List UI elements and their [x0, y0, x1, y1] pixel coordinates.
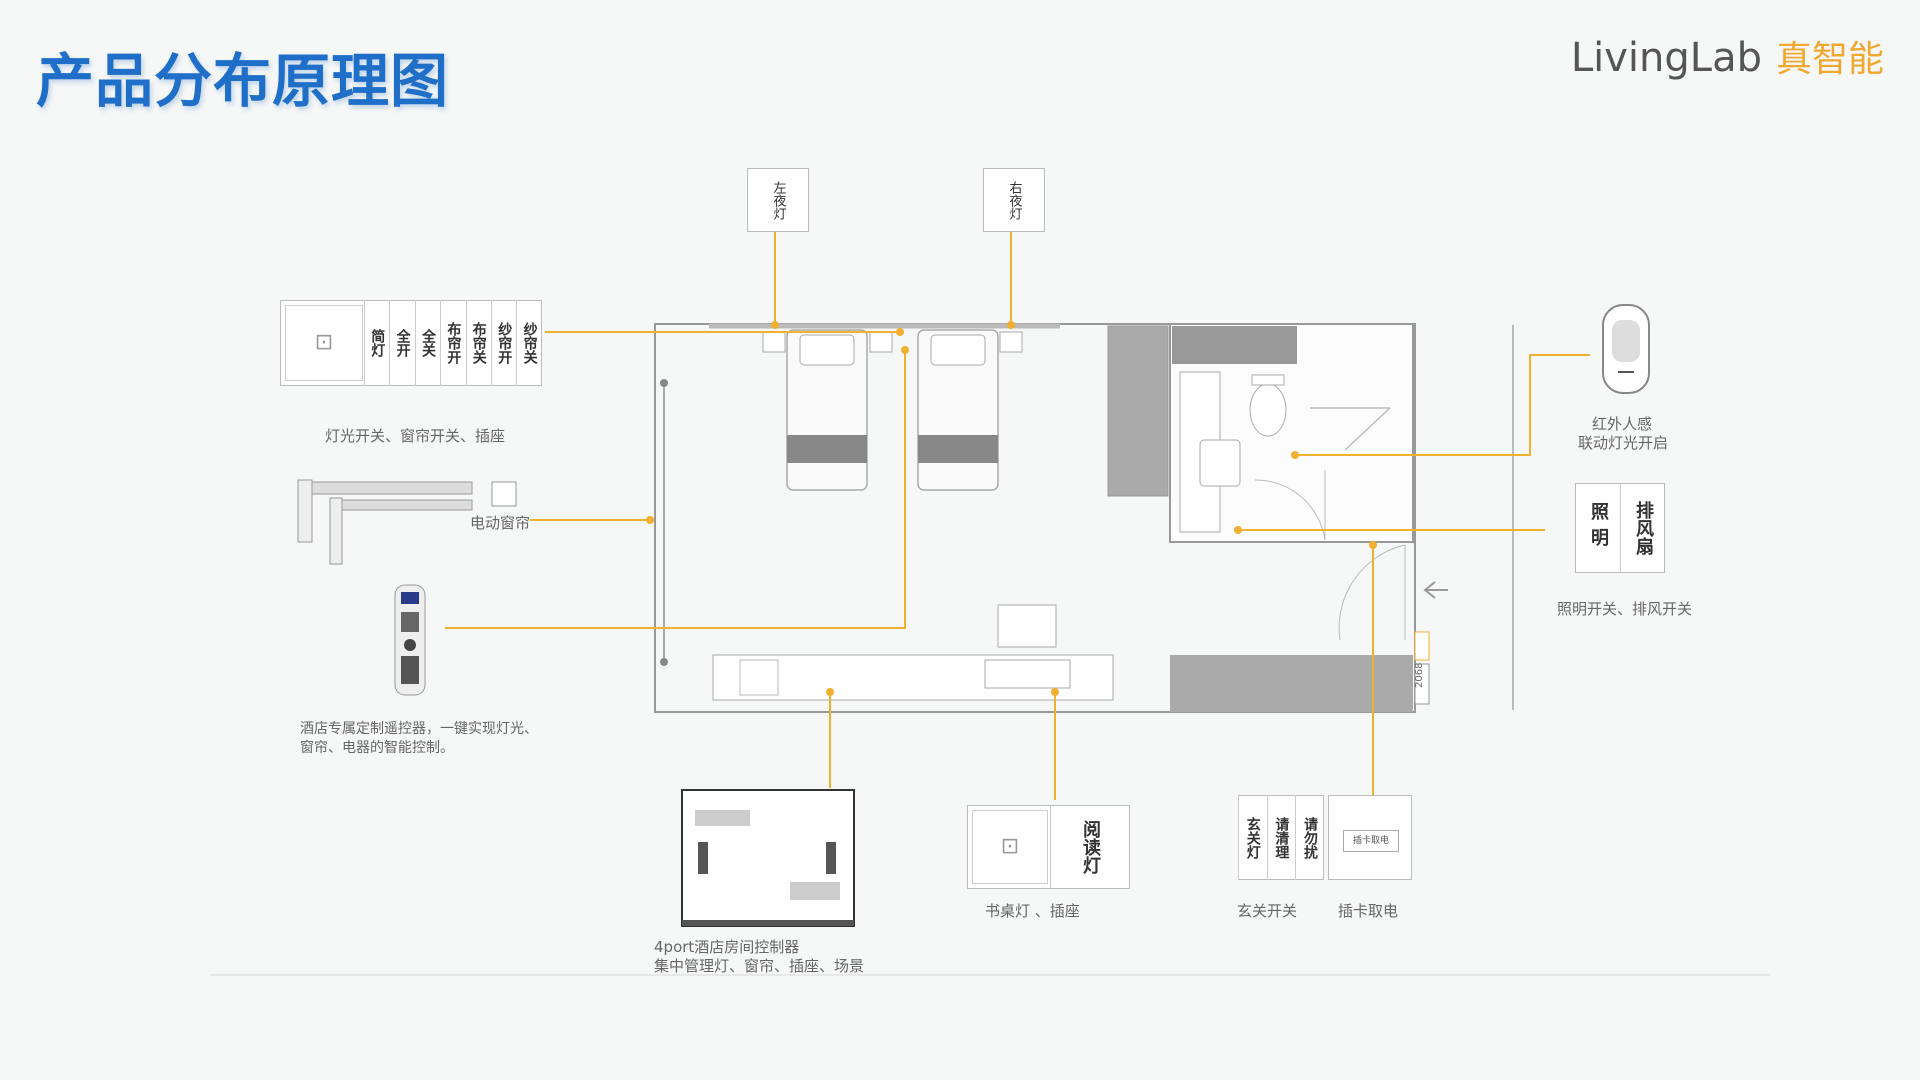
- bedsideCells-cell-0: 简灯: [364, 300, 389, 386]
- shower-door: [1310, 407, 1391, 451]
- bedsideCells-cell-3: 布帘开: [440, 300, 465, 386]
- entrance-panel: [1238, 795, 1324, 880]
- controller-caption-1: 4port酒店房间控制器: [654, 938, 800, 956]
- socket-left: [762, 331, 786, 353]
- bedsideCells-label-5: 纱帘开: [496, 322, 513, 364]
- sink: [1199, 439, 1241, 487]
- bedsideCells-cell-1: 全开: [389, 300, 414, 386]
- entrance-caption: 玄关开关: [1237, 902, 1298, 920]
- desk-socket: [984, 659, 1071, 689]
- bath-fan-label: 排风扇: [1633, 501, 1654, 555]
- remote-icon: [394, 584, 426, 696]
- bath-fan-cell: 排风扇: [1620, 484, 1665, 572]
- right-night-label: 右夜灯: [1006, 180, 1022, 220]
- sensor-caption-2: 联动灯光开启: [1578, 434, 1669, 452]
- bedside-panel: ⊡: [280, 300, 542, 386]
- entranceCells-label-1: 请清理: [1273, 816, 1290, 859]
- bedsideCells-label-0: 简灯: [369, 329, 386, 357]
- bath-door-swing: [1254, 479, 1326, 541]
- bedside-caption: 灯光开关、窗帘开关、插座: [325, 427, 506, 445]
- remote-caption-1: 酒店专属定制遥控器，一键实现灯光、: [300, 721, 538, 737]
- desk-box: [739, 659, 779, 696]
- entranceCells-cell-2: 请勿扰: [1295, 795, 1324, 880]
- right-night-light-switch: 右夜灯: [983, 168, 1045, 232]
- brand-main: LivingLab: [1570, 35, 1762, 81]
- toilet-tank: [1251, 374, 1285, 386]
- bedsideCells-cell-4: 布帘关: [465, 300, 491, 386]
- entry-cabinet: [1170, 655, 1413, 712]
- socket-right: [999, 331, 1023, 353]
- brand-logo: LivingLab 真智能: [1571, 30, 1884, 82]
- bedsideCells-cell-2: 全关: [414, 300, 440, 386]
- desk-panel: ⊡ 阅读灯: [967, 805, 1130, 889]
- bed-left: [786, 329, 868, 491]
- desk-panel-socket: ⊡: [972, 810, 1048, 884]
- controller-icon: [681, 789, 855, 927]
- wire-remote: [445, 350, 906, 629]
- bath-panel: 照明 排风扇: [1575, 483, 1665, 573]
- card-power-switch: 插卡取电: [1328, 795, 1412, 880]
- entranceCells-cell-0: 玄关灯: [1238, 795, 1267, 880]
- curtain-caption: 电动窗帘: [470, 514, 531, 532]
- entranceCells-cell-1: 请清理: [1266, 795, 1296, 880]
- remote-caption-2: 窗帘、电器的智能控制。: [300, 740, 454, 756]
- desk-chair: [997, 604, 1057, 648]
- socket-mid: [869, 331, 893, 353]
- entranceCells-label-2: 请勿扰: [1301, 816, 1318, 859]
- toilet: [1249, 383, 1287, 437]
- bedsideCells-label-4: 布帘关: [470, 322, 487, 364]
- bed-right: [917, 329, 999, 491]
- reading-light-label: 阅读灯: [1080, 820, 1101, 874]
- brand-sub: 真智能: [1775, 39, 1884, 80]
- controller-caption-2: 集中管理灯、窗帘、插座、场景: [654, 957, 865, 975]
- bath-light-cell: 照明: [1576, 484, 1620, 572]
- bath-shelf: [1172, 326, 1297, 364]
- entrance-door-swing: [1338, 544, 1406, 641]
- desk-caption: 书桌灯 、插座: [985, 902, 1080, 920]
- left-night-light-switch: 左夜灯: [747, 168, 809, 232]
- bedsideCells-label-1: 全开: [394, 329, 411, 357]
- curtain-motor-icon: [297, 479, 517, 565]
- card-caption: 插卡取电: [1338, 902, 1399, 920]
- bedsideCells-label-6: 纱帘关: [521, 322, 538, 364]
- curtain-rail-end-bottom: [660, 658, 668, 666]
- curtain-rail-end-top: [660, 379, 668, 387]
- room-number: 2068: [1414, 662, 1425, 688]
- entrance-arrow: [1423, 581, 1448, 599]
- wardrobe: [1107, 325, 1169, 497]
- wire-dots: [646, 321, 1377, 696]
- bath-light-label: 照明: [1588, 502, 1609, 554]
- bedsideCells-cell-6: 纱帘关: [516, 300, 541, 386]
- wire-sensor: [1295, 354, 1590, 456]
- sensor-caption-1: 红外人感: [1592, 415, 1653, 433]
- bedside-switch-cells: 简灯全开全关布帘开布帘关纱帘开纱帘关: [364, 300, 542, 386]
- card-slot-label: 插卡取电: [1343, 830, 1399, 852]
- bedsideCells-label-2: 全关: [419, 329, 436, 357]
- bath-caption: 照明开关、排风开关: [1557, 600, 1693, 618]
- bedsideCells-label-3: 布帘开: [445, 322, 462, 364]
- reading-light-cell: 阅读灯: [1050, 806, 1129, 888]
- entrance-switch-cells: 玄关灯请清理请勿扰: [1238, 795, 1324, 880]
- room-number-plate: [1414, 663, 1430, 705]
- bedsideCells-cell-5: 纱帘开: [491, 300, 516, 386]
- page-title: 产品分布原理图: [36, 47, 450, 115]
- card-slot-mark: [1414, 631, 1430, 661]
- left-night-label: 左夜灯: [770, 180, 786, 220]
- entranceCells-label-0: 玄关灯: [1244, 816, 1261, 859]
- bedside-socket: ⊡: [285, 305, 363, 381]
- wires: [445, 232, 1590, 800]
- sensor-icon: [1602, 304, 1650, 394]
